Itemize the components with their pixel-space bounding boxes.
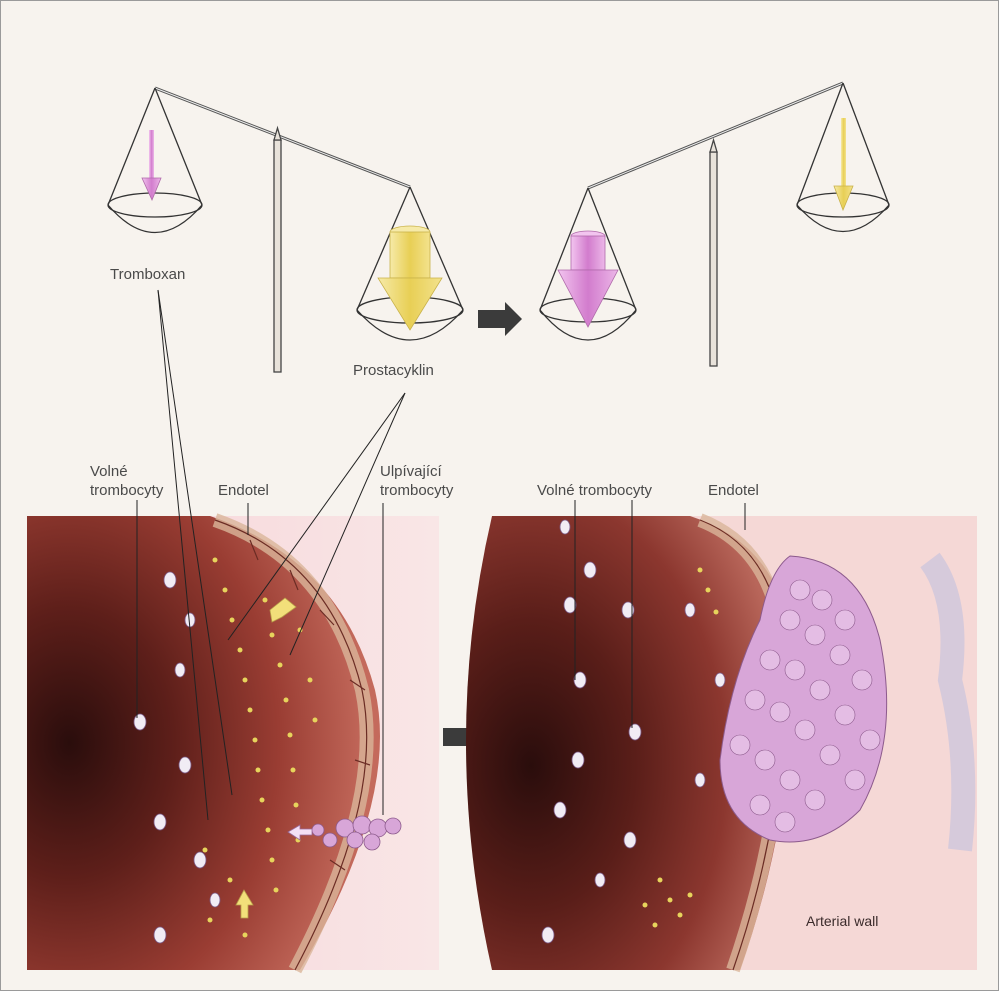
label-endotel-left: Endotel: [218, 482, 269, 499]
label-volne-trombocyty-left-1: Volné: [90, 463, 128, 480]
label-volne-trombocyty-right: Volné trombocyty: [537, 482, 652, 499]
prostacyklin-arrow-small: [834, 118, 853, 210]
label-endotel-right: Endotel: [708, 482, 759, 499]
label-ulpivajici-1: Ulpívající: [380, 463, 442, 480]
transition-arrow-top: [478, 302, 522, 336]
prostacyklin-arrow-large: [378, 226, 442, 330]
vessel-left: [27, 516, 439, 970]
tromboxan-arrow-small: [142, 130, 161, 200]
label-ulpivajici-2: trombocyty: [380, 482, 453, 499]
label-volne-trombocyty-left-2: trombocyty: [90, 482, 163, 499]
label-arterial-wall: Arterial wall: [806, 913, 878, 930]
tromboxan-arrow-large: [558, 231, 618, 327]
right-balance: [540, 83, 889, 366]
vessel-right: [466, 516, 977, 970]
label-prostacyklin: Prostacyklin: [353, 362, 434, 379]
label-tromboxan: Tromboxan: [110, 266, 185, 283]
